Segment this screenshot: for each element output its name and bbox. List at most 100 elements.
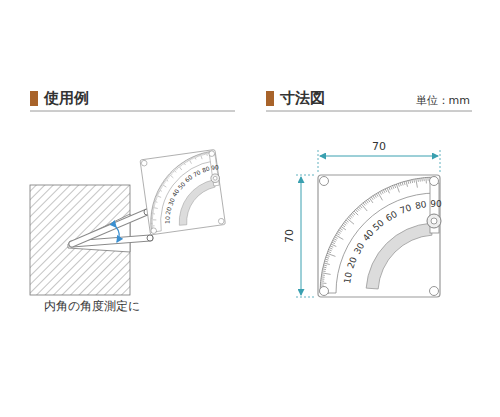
scale-tick — [175, 169, 176, 171]
scale-tick — [421, 178, 422, 181]
scale-tick — [151, 213, 155, 214]
header-marker — [266, 91, 274, 106]
scale-tick — [320, 284, 323, 285]
scale-tick — [205, 152, 207, 154]
scale-tick — [198, 155, 200, 157]
scale-tick — [332, 242, 335, 244]
scale-tick — [189, 158, 191, 160]
scale-tick — [151, 223, 153, 225]
scale-tick — [343, 223, 346, 225]
dimension-value: 70 — [372, 141, 386, 153]
scale-tick — [151, 224, 153, 226]
corner-rivet — [141, 160, 147, 166]
scale-tick — [151, 219, 157, 221]
scale-tick — [177, 166, 178, 168]
guide-slot — [174, 180, 220, 226]
corner-rivet — [320, 177, 329, 186]
scale-tick — [425, 177, 427, 183]
scale-tick — [178, 165, 181, 170]
scale-tick — [161, 185, 163, 187]
scale-tick — [328, 251, 331, 252]
plate-outline — [318, 175, 440, 297]
scale-tick — [157, 192, 159, 193]
scale-tick — [339, 230, 342, 232]
scale-tick — [324, 261, 327, 263]
scale-tick — [394, 185, 395, 188]
extension-line — [318, 150, 319, 173]
scale-tick — [202, 153, 204, 155]
scale-tick — [151, 220, 153, 222]
scale-tick — [378, 193, 383, 201]
scale-tick — [423, 178, 424, 181]
corner-rivet — [430, 287, 439, 296]
extension-line — [440, 150, 441, 173]
scale-number: 90 — [211, 164, 219, 172]
scale-tick — [346, 220, 349, 222]
scale-tick — [338, 232, 341, 234]
scale-tick — [160, 186, 162, 188]
scale-tick — [327, 253, 335, 256]
lock-knob — [431, 218, 437, 224]
scale-tick — [176, 167, 177, 169]
usage-caption: 内角の角度測定に — [44, 300, 140, 313]
scale-tick — [321, 278, 324, 279]
scale-tick — [411, 180, 413, 183]
scale-tick — [159, 189, 162, 192]
scale-tick — [380, 192, 382, 195]
scale-number: 70 — [399, 204, 413, 217]
scale-number: 80 — [201, 166, 210, 175]
scale-tick — [168, 176, 170, 178]
scale-tick — [157, 193, 159, 194]
scale-tick — [400, 183, 401, 186]
scale-band — [320, 177, 436, 293]
scale-tick — [187, 160, 188, 162]
scale-tick — [322, 273, 331, 275]
scale-number: 50 — [372, 218, 387, 233]
scale-tick — [156, 194, 158, 195]
scale-tick — [156, 195, 161, 198]
scale-tick — [162, 184, 167, 188]
scale-tick — [200, 154, 202, 160]
header-rule — [266, 111, 472, 112]
scale-tick — [407, 180, 409, 183]
scale-tick — [164, 181, 166, 183]
scale-tick — [158, 190, 160, 191]
scale-tick — [151, 214, 153, 216]
scale-tick — [155, 199, 157, 200]
scale-number: 70 — [192, 169, 202, 178]
unit-note: 単位：mm — [416, 95, 470, 107]
scale-tick — [151, 226, 153, 227]
scale-tick — [192, 157, 194, 159]
scale-tick — [206, 152, 208, 156]
corner-rivet — [320, 287, 329, 296]
scale-tick — [340, 228, 343, 230]
scale-number: 60 — [385, 210, 400, 224]
scale-tick — [185, 161, 186, 163]
scale-tick — [416, 179, 418, 188]
scale-band — [141, 151, 222, 232]
scale-tick — [350, 215, 353, 217]
scale-tick — [325, 259, 328, 260]
scale-tick — [334, 239, 337, 241]
scale-tick — [152, 207, 157, 210]
scale-tick — [186, 161, 187, 163]
scale-tick — [376, 194, 378, 197]
scale-tick — [342, 225, 345, 227]
scale-tick — [373, 196, 375, 199]
scale-tick — [166, 178, 168, 180]
scale-tick — [368, 199, 370, 202]
scale-number: 40 — [361, 229, 376, 244]
scale-tick — [163, 182, 165, 184]
scale-tick — [320, 282, 326, 284]
scale-tick — [341, 226, 346, 229]
scale-tick — [347, 218, 354, 224]
scale-tick — [151, 211, 153, 213]
scale-tick — [324, 263, 330, 265]
scale-tick — [153, 203, 155, 204]
scale-tick — [181, 163, 182, 165]
scale-tick — [406, 181, 408, 187]
scale-tick — [151, 216, 153, 218]
scale-tick — [385, 189, 387, 192]
slider-bar — [209, 154, 219, 185]
